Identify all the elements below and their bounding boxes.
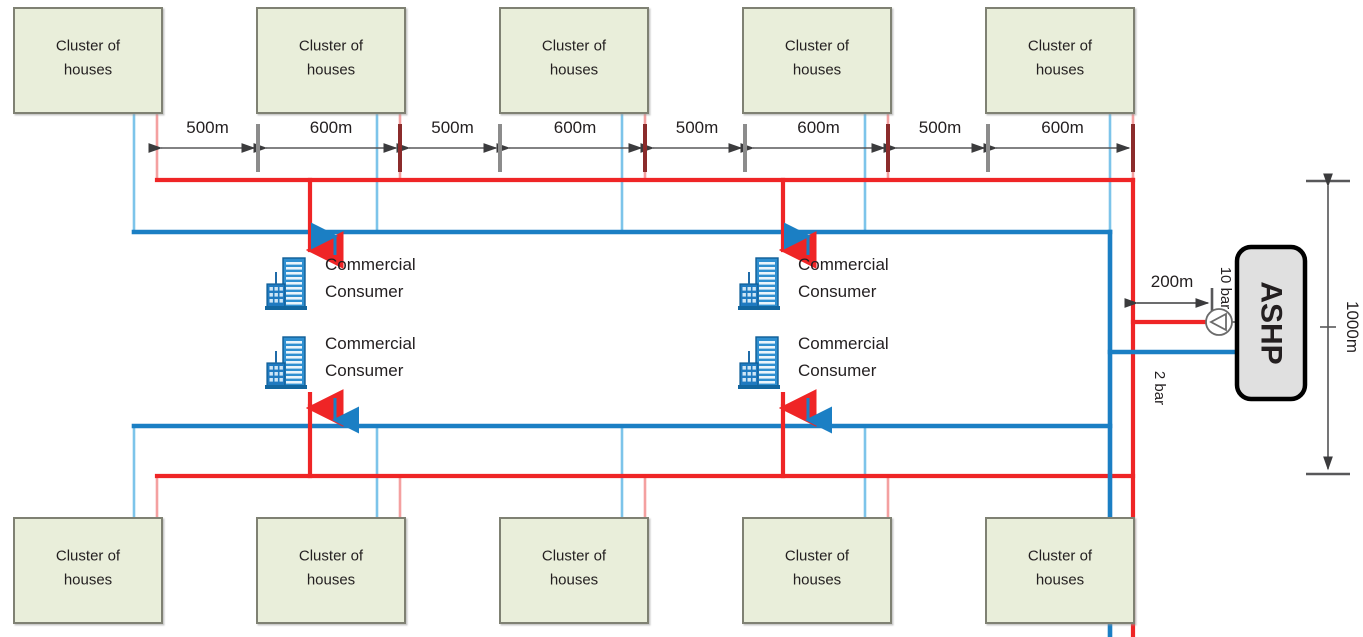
cluster-label-line1-top-3: Cluster of: [542, 38, 607, 55]
consumer-label-line2-consumer-bottom-left: Consumer: [325, 361, 404, 380]
cluster-house-boxes: [13, 7, 1135, 624]
dimension-label-7: 500m: [919, 118, 962, 137]
ashp-box[interactable]: [1234, 244, 1308, 402]
dimension-label-1: 500m: [186, 118, 229, 137]
consumer-label-line1-consumer-bottom-left: Commercial: [325, 334, 416, 353]
dimension-label-2: 600m: [310, 118, 353, 137]
ashp-heat-source[interactable]: ASHP: [1234, 244, 1308, 402]
pump-distance-dimension: [1124, 288, 1214, 318]
cluster-label-line2-bottom-5: houses: [1036, 572, 1084, 589]
cluster-label-line1-bottom-3: Cluster of: [542, 548, 607, 565]
cluster-label-line2-top-3: houses: [550, 62, 598, 79]
horizontal-dimension-chain: [148, 124, 1135, 172]
consumer-flow-arrows: [305, 222, 832, 434]
dimension-label-6: 600m: [797, 118, 840, 137]
dimension-label-3: 500m: [431, 118, 474, 137]
cluster-box-top-5[interactable]: [985, 7, 1135, 114]
consumer-label-line2-consumer-bottom-right: Consumer: [798, 361, 877, 380]
consumer-label-line1-consumer-bottom-right: Commercial: [798, 334, 889, 353]
return-pressure-label: 2 bar: [1151, 371, 1168, 405]
dimension-label-4: 600m: [554, 118, 597, 137]
cluster-label-line2-top-4: houses: [793, 62, 841, 79]
pump-distance-label: 200m: [1151, 272, 1194, 291]
cluster-label-line1-bottom-2: Cluster of: [299, 548, 364, 565]
cluster-label-line1-bottom-4: Cluster of: [785, 548, 850, 565]
consumer-label-line2-consumer-top-right: Consumer: [798, 282, 877, 301]
vertical-height-label: 1000m: [1343, 301, 1362, 353]
consumer-text-labels: CommercialConsumerCommercialConsumerComm…: [325, 255, 889, 380]
cluster-box-top-3[interactable]: [499, 7, 649, 114]
consumer-label-line2-consumer-top-left: Consumer: [325, 282, 404, 301]
building-icon-consumer-top-right: [738, 257, 780, 310]
cluster-box-bottom-3[interactable]: [499, 517, 649, 624]
cluster-label-line1-bottom-5: Cluster of: [1028, 548, 1093, 565]
cluster-box-top-4[interactable]: [742, 7, 892, 114]
cluster-label-line2-bottom-4: houses: [793, 572, 841, 589]
cluster-label-line2-bottom-3: houses: [550, 572, 598, 589]
consumer-label-line1-consumer-top-right: Commercial: [798, 255, 889, 274]
circulation-pump-icon: [1205, 308, 1240, 336]
cluster-box-top-2[interactable]: [256, 7, 406, 114]
dimension-label-5: 500m: [676, 118, 719, 137]
cluster-label-line2-top-2: houses: [307, 62, 355, 79]
cluster-label-line2-top-1: houses: [64, 62, 112, 79]
cluster-box-bottom-2[interactable]: [256, 517, 406, 624]
cluster-label-line2-bottom-2: houses: [307, 572, 355, 589]
building-icon-consumer-bottom-left: [265, 336, 307, 389]
cluster-label-line2-bottom-1: houses: [64, 572, 112, 589]
cluster-label-line1-top-4: Cluster of: [785, 38, 850, 55]
cluster-label-line1-top-1: Cluster of: [56, 38, 121, 55]
cluster-label-line2-top-5: houses: [1036, 62, 1084, 79]
cluster-box-top-1[interactable]: [13, 7, 163, 114]
consumer-label-line1-consumer-top-left: Commercial: [325, 255, 416, 274]
commercial-consumer-icons: [265, 257, 780, 389]
branch-pipe-stubs: [132, 113, 1135, 518]
cluster-box-bottom-5[interactable]: [985, 517, 1135, 624]
diagram-text-layer: 10 bar 2 bar 1000m 200m 500m 600m 500m 600m…: [56, 38, 1362, 589]
ashp-label: ASHP: [1255, 281, 1288, 364]
cluster-box-bottom-1[interactable]: [13, 517, 163, 624]
building-icon-consumer-bottom-right: [738, 336, 780, 389]
cluster-label-line1-bottom-1: Cluster of: [56, 548, 121, 565]
vertical-height-dimension: [1306, 173, 1350, 476]
supply-pressure-label: 10 bar: [1217, 267, 1234, 310]
cluster-label-line1-top-2: Cluster of: [299, 38, 364, 55]
dimension-labels: 500m 600m 500m 600m 500m 600m 500m 600m: [186, 118, 1084, 137]
cluster-box-bottom-4[interactable]: [742, 517, 892, 624]
building-icon-consumer-top-left: [265, 257, 307, 310]
dimension-label-8: 600m: [1041, 118, 1084, 137]
cluster-label-line1-top-5: Cluster of: [1028, 38, 1093, 55]
